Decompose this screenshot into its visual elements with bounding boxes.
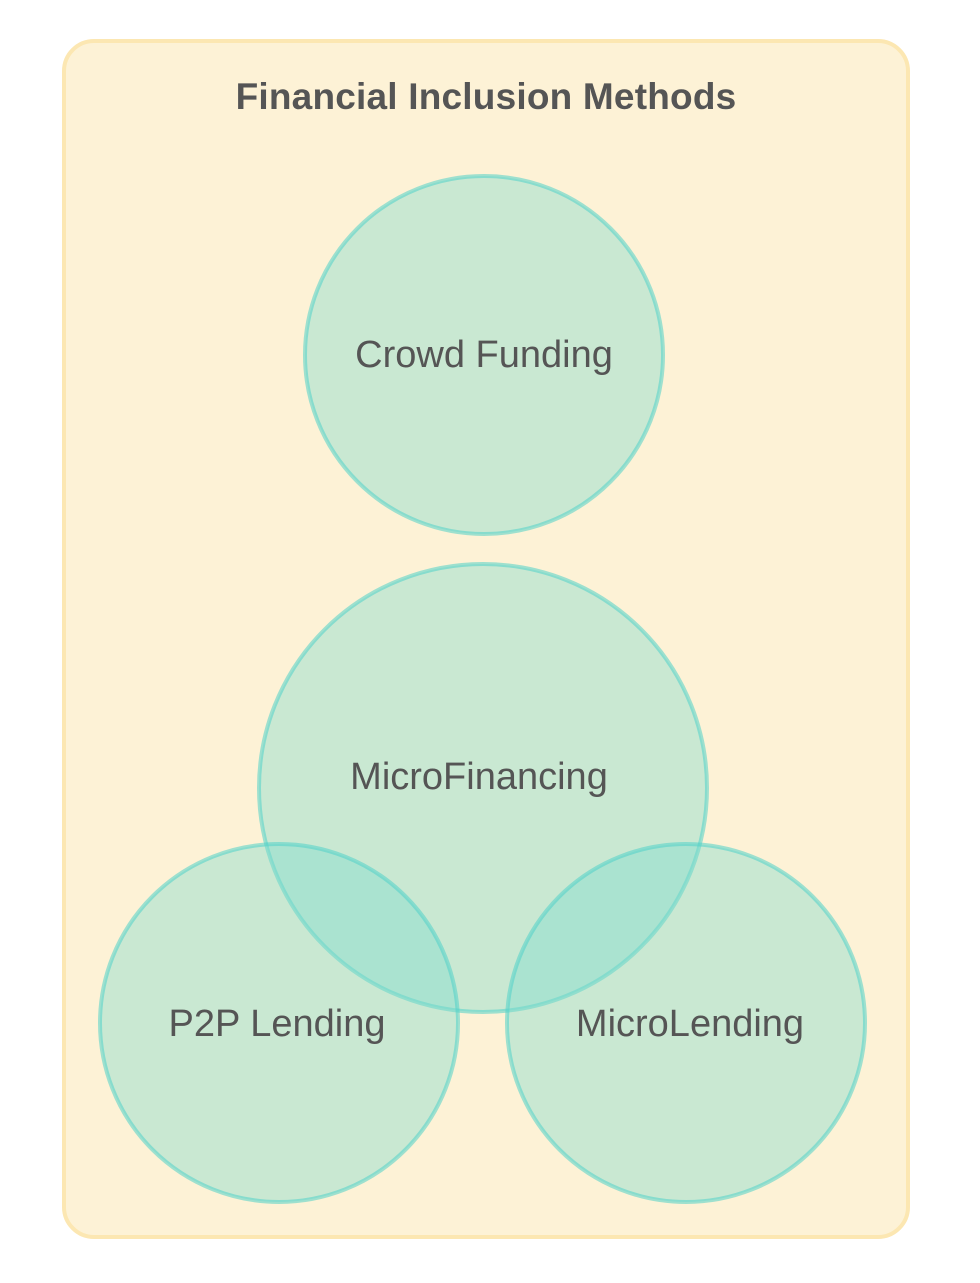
- diagram-panel: [62, 39, 910, 1239]
- set-microlending: MicroLending: [505, 842, 867, 1204]
- set-crowd-funding: Crowd Funding: [303, 174, 665, 536]
- p2p-lending-label: P2P Lending: [169, 1003, 386, 1045]
- microlending-label: MicroLending: [576, 1003, 804, 1045]
- set-microfinancing: MicroFinancing: [257, 562, 709, 1014]
- crowd-funding-circle: [303, 174, 665, 536]
- microlending-circle: [505, 842, 867, 1204]
- set-p2p-lending: P2P Lending: [98, 842, 460, 1204]
- crowd-funding-label: Crowd Funding: [355, 334, 613, 376]
- microfinancing-circle: [257, 562, 709, 1014]
- p2p-lending-circle: [98, 842, 460, 1204]
- diagram-title: Financial Inclusion Methods: [235, 76, 737, 117]
- microfinancing-label: MicroFinancing: [350, 756, 608, 798]
